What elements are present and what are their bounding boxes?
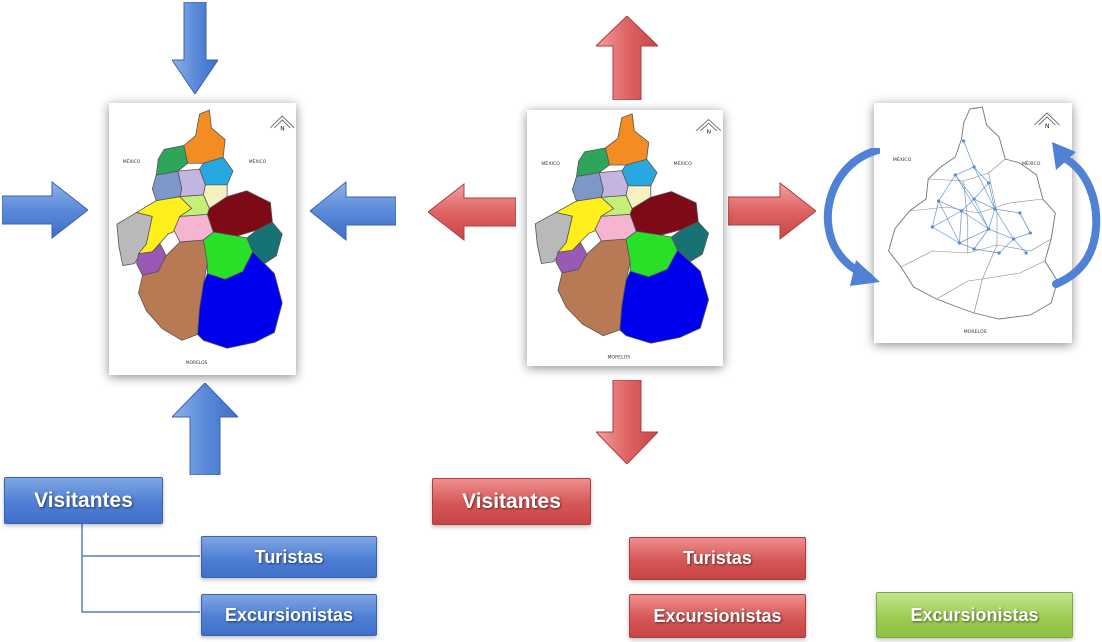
return-arrow-right — [1052, 142, 1101, 288]
mid-arrow-top — [596, 16, 658, 100]
return-arrow-left — [823, 148, 880, 286]
left-arrow-bottom — [172, 383, 238, 475]
left-map-card — [109, 103, 296, 375]
middle-turistas-box: Turistas — [629, 537, 806, 580]
network-map-card — [874, 103, 1072, 343]
mid-arrow-bottom — [596, 380, 658, 464]
right-excursionistas-box: Excursionistas — [876, 592, 1073, 638]
middle-map-card — [527, 110, 723, 366]
left-arrow-left — [2, 180, 88, 240]
left-tree-connector — [81, 520, 200, 613]
network-map — [874, 103, 1072, 343]
left-turistas-box: Turistas — [201, 536, 377, 578]
left-arrow-right — [310, 180, 396, 242]
district-map — [109, 103, 296, 375]
left-visitantes-box: Visitantes — [4, 477, 163, 524]
middle-visitantes-box: Visitantes — [432, 478, 591, 525]
middle-excursionistas-box: Excursionistas — [629, 594, 806, 638]
left-arrow-top — [172, 2, 218, 94]
mid-arrow-left — [428, 183, 516, 241]
left-excursionistas-box: Excursionistas — [201, 594, 377, 636]
district-map — [527, 110, 723, 366]
mid-arrow-right — [728, 181, 816, 241]
